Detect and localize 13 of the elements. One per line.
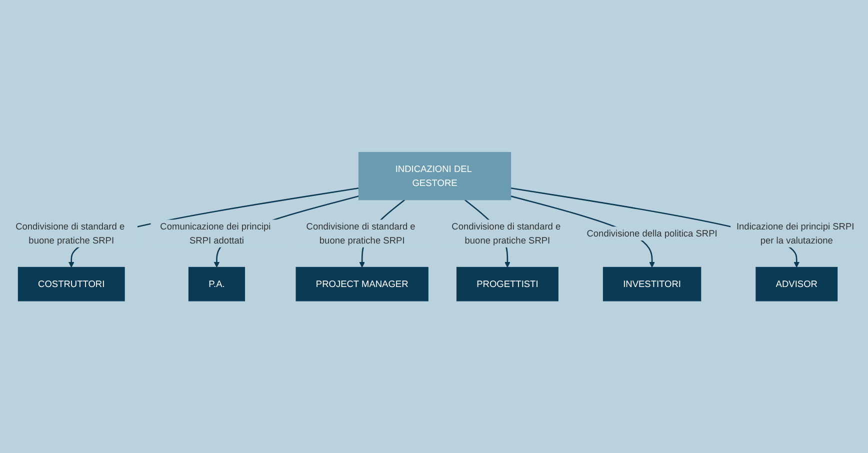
node-box: PROGETTISTI bbox=[456, 266, 558, 302]
edge-label: Condivisione della politica SRPI bbox=[586, 228, 718, 238]
edge-label: Condivisione di standard e buone pratiche SRPI bbox=[452, 220, 561, 246]
node-box: PROJECT MANAGER bbox=[296, 266, 428, 302]
edge-label: Condivisione di standard e buone pratiche SRPI bbox=[16, 220, 125, 246]
node-box: INDICAZIONI DEL GESTORE bbox=[358, 152, 512, 200]
edge-label: Condivisione di standard e buone pratiche SRPI bbox=[306, 220, 416, 246]
edge-label: Indicazione dei principi SRPI per la valutazione bbox=[736, 220, 854, 246]
node-box: COSTRUTTORI bbox=[18, 266, 125, 302]
node-box: INVESTITORI bbox=[602, 266, 702, 302]
node-box: ADVISOR bbox=[756, 266, 838, 302]
edge-label: Comunicazione dei principi SRPI adottati bbox=[160, 220, 271, 246]
node-box: P.A. bbox=[188, 266, 246, 302]
